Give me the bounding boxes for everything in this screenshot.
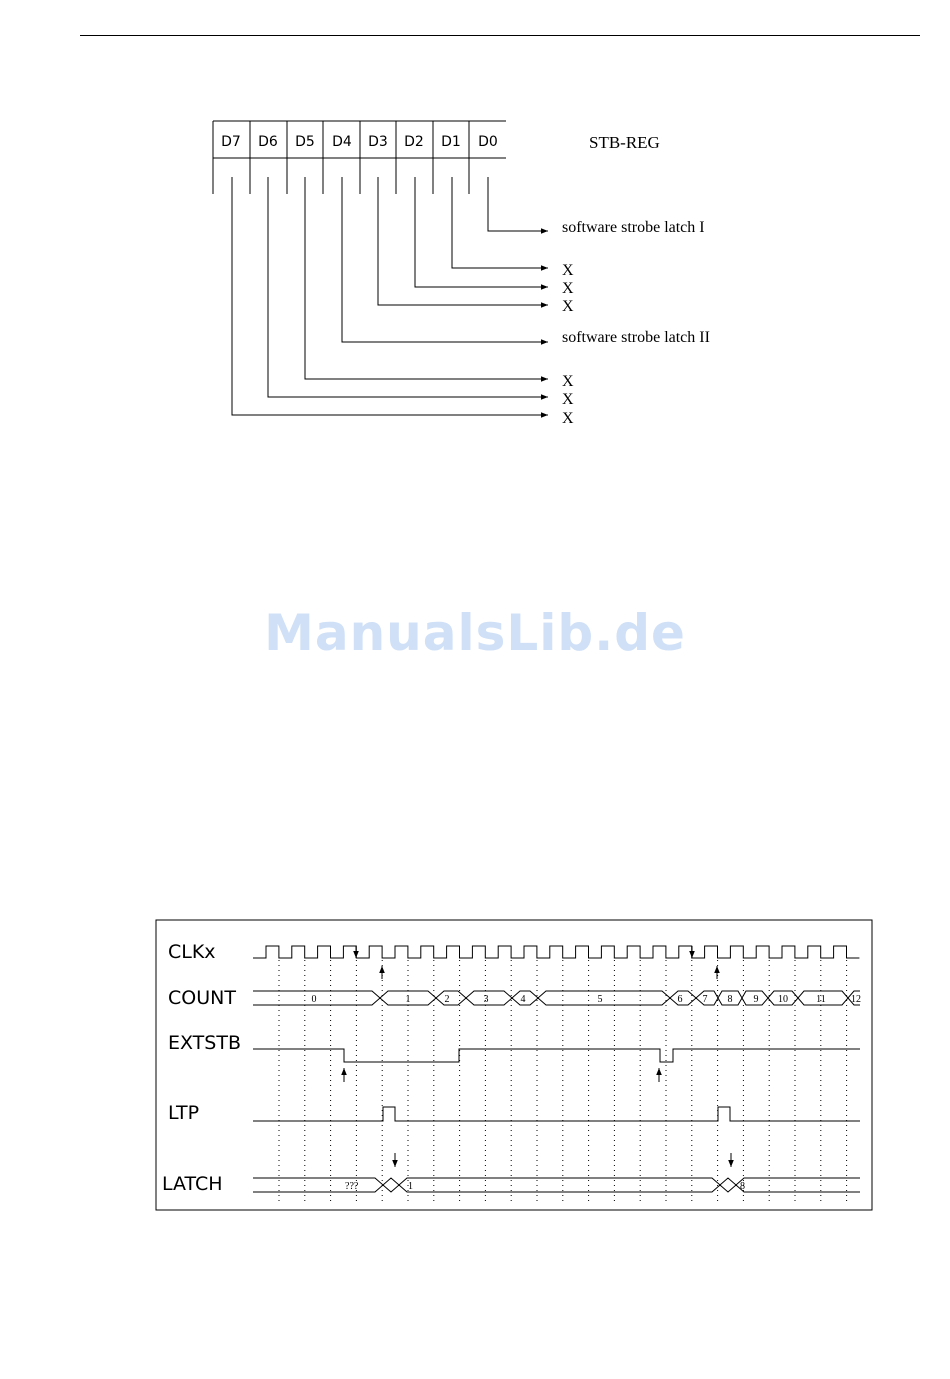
ltp-waveform: [253, 1107, 860, 1121]
bit-label-d3: D3: [368, 134, 388, 150]
count-value: 6: [678, 994, 683, 1005]
bit-label-d7: D7: [221, 134, 241, 150]
count-bus: [253, 991, 860, 998]
leader-d3: [378, 177, 548, 305]
bit-label-d4: D4: [332, 134, 352, 150]
leader-d1: [452, 177, 548, 268]
bit-label-d2: D2: [404, 134, 424, 150]
count-value: 10: [778, 994, 788, 1005]
count-value: 0: [312, 994, 317, 1005]
leader-d2: [415, 177, 548, 287]
timing-diagram-frame: [156, 920, 872, 1210]
count-value: 5: [598, 994, 603, 1005]
count-value: 2: [445, 994, 450, 1005]
latch-value: 8: [740, 1181, 745, 1192]
latch-value: ???: [345, 1181, 359, 1192]
output-label-d2: X: [562, 280, 574, 297]
watermark: ManualsLib.de: [0, 604, 950, 662]
count-value: 1: [406, 994, 411, 1005]
register-title: STB-REG: [589, 133, 660, 152]
output-label-d0: software strobe latch I: [562, 219, 705, 236]
count-value: 9: [754, 994, 759, 1005]
bit-label-d0: D0: [478, 134, 498, 150]
output-label-d1: X: [562, 262, 574, 279]
signal-label-count: COUNT: [168, 987, 236, 1009]
output-label-d6: X: [562, 391, 574, 408]
leader-d0: [488, 177, 548, 231]
signal-label-clkx: CLKx: [168, 941, 216, 963]
count-bus-lower: [253, 998, 860, 1005]
count-value: 11: [816, 994, 826, 1005]
output-label-d3: X: [562, 298, 574, 315]
count-value: 8: [728, 994, 733, 1005]
bit-label-d1: D1: [441, 134, 461, 150]
signal-label-extstb: EXTSTB: [168, 1032, 241, 1054]
count-value: 4: [521, 994, 526, 1005]
leader-d5: [305, 177, 548, 379]
signal-label-ltp: LTP: [168, 1102, 199, 1124]
count-value: 7: [703, 994, 708, 1005]
timing-grid: [279, 960, 847, 1205]
output-label-d5: X: [562, 373, 574, 390]
output-label-d7: X: [562, 410, 574, 427]
bit-label-d6: D6: [258, 134, 278, 150]
leader-d4: [342, 177, 548, 342]
count-value: 12: [851, 994, 861, 1005]
output-label-d4: software strobe latch II: [562, 329, 710, 346]
signal-label-latch: LATCH: [162, 1173, 223, 1195]
latch-value: 1: [408, 1181, 413, 1192]
clkx-waveform: [253, 946, 859, 958]
stb-register-diagram: [213, 121, 548, 415]
bit-label-d5: D5: [295, 134, 315, 150]
count-value: 3: [484, 994, 489, 1005]
